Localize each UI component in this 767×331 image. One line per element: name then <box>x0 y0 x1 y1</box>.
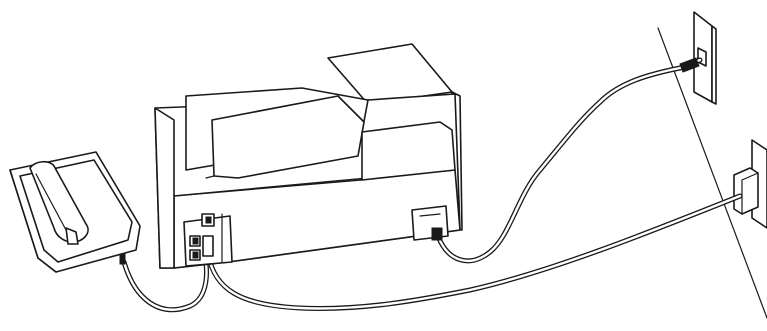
phone-jack-port <box>698 48 706 66</box>
telephone-jack <box>120 254 125 264</box>
power-port <box>412 206 448 240</box>
wall-phone-jack <box>694 12 716 104</box>
wall-power-outlet <box>734 140 767 228</box>
telephone <box>10 152 140 272</box>
printer-rear-block <box>362 122 455 180</box>
printer <box>155 44 462 268</box>
port-connector-block <box>203 236 213 256</box>
ext-port-inner <box>193 252 198 258</box>
phone-line-cable <box>438 60 700 261</box>
line-port-inner <box>193 238 198 244</box>
printer-left-side <box>155 108 174 268</box>
phone-jack-plate-side <box>712 26 716 104</box>
power-connector <box>432 228 442 240</box>
usb-port-inner <box>206 217 211 223</box>
